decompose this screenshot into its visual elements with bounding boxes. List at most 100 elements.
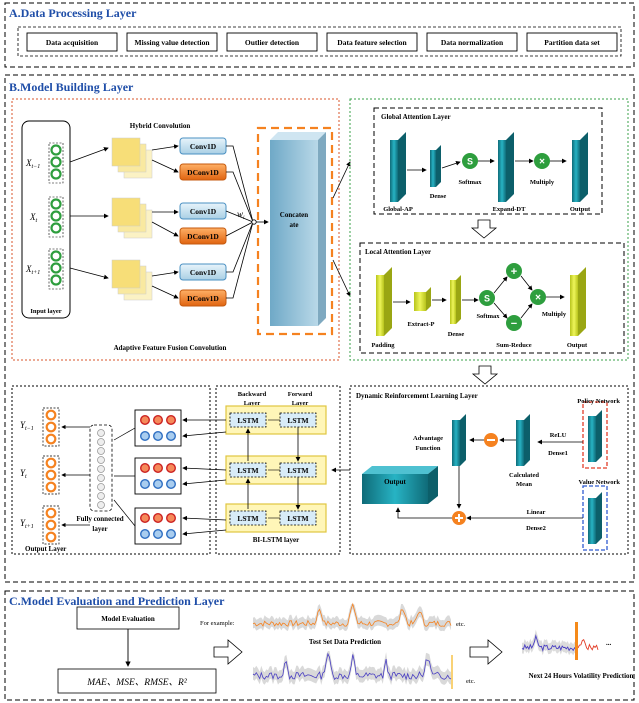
section-c-frame	[4, 590, 635, 701]
fc-node	[97, 447, 105, 455]
linear-label: Linear	[527, 509, 546, 516]
bilstm-label: BI-LSTM layer	[253, 536, 299, 544]
lstm-cell-f-1: LSTM	[279, 412, 317, 428]
conv1d-label: Conv1D	[190, 268, 217, 277]
gal-dense-label: Dense	[430, 193, 447, 200]
conv1d-block-1: Conv1D	[179, 137, 227, 155]
gal-expand-label: Expand-DT	[493, 206, 527, 213]
dconv1d-label: DConv1D	[187, 232, 219, 241]
weight-label: wi	[237, 209, 245, 221]
conv1d-label: Conv1D	[190, 207, 217, 216]
advantage-label-2: Function	[416, 445, 441, 452]
model-eval-label: Model Evaluation	[101, 615, 155, 623]
dconv1d-label: DConv1D	[187, 168, 219, 177]
lal-output	[570, 267, 586, 336]
lstm-label: LSTM	[237, 466, 258, 475]
etc-label-1: etc.	[456, 621, 466, 628]
output-label: Yt	[20, 468, 27, 480]
calc-mean-label-2: Mean	[516, 481, 532, 488]
drl-output-block: Output	[362, 466, 438, 504]
value-network-block	[588, 492, 602, 544]
policy-network-block	[588, 410, 602, 462]
dense1-label: Dense1	[548, 450, 568, 457]
output-label: Yt+1	[20, 518, 34, 530]
ellipsis: ...	[606, 639, 612, 647]
gal-softmax-label: Softmax	[458, 179, 482, 186]
lstm-cell-f-2: LSTM	[279, 462, 317, 478]
example-label: For example:	[200, 620, 235, 627]
backward-label-2: Layer	[244, 400, 261, 407]
lstm-cell-b-2: LSTM	[229, 462, 267, 478]
feature-maps-3	[111, 259, 153, 301]
step-label: Partition data set	[544, 38, 600, 47]
step-label: Missing value detection	[135, 38, 211, 47]
concatenate-block: Concaten ate	[256, 126, 334, 336]
conv1d-block-2: Conv1D	[179, 202, 227, 220]
lal-padding-label: Padding	[371, 342, 395, 349]
lstm-label: LSTM	[287, 466, 308, 475]
lstm-label: LSTM	[237, 514, 258, 523]
metrics-box	[57, 668, 217, 694]
output-node-group-1: Yt−1	[20, 407, 90, 447]
lal-multiply-node	[530, 289, 546, 305]
step-label: Data feature selection	[337, 38, 407, 47]
lal-padding	[376, 267, 392, 336]
output-frame	[11, 385, 211, 555]
input-xt: Xt	[29, 196, 64, 238]
section-b-title: B.Model Building Layer	[9, 80, 134, 94]
down-arrow-1	[470, 219, 498, 239]
output-node-group-2: Yt	[20, 455, 90, 495]
hidden-state-boxes	[113, 409, 227, 545]
step-label: Outlier detection	[245, 38, 300, 47]
step-3: Outlier detection	[226, 32, 318, 52]
dconv1d-block-2: DConv1D	[179, 227, 227, 245]
gal-softmax-symbol: S	[467, 157, 473, 167]
lal-sum-reduce-label: Sum-Reduce	[496, 342, 532, 349]
metrics-label: MAE、MSE、RMSE、R²	[86, 678, 187, 688]
next24-chart	[520, 622, 600, 662]
concat-label-2: ate	[290, 221, 299, 229]
gal-multiply-node	[534, 153, 550, 169]
lal-plus-node	[506, 263, 522, 279]
gal-expand	[498, 132, 514, 202]
calculated-mean-block	[516, 414, 530, 466]
test-chart-2	[252, 651, 463, 689]
lal-plus-symbol: +	[511, 266, 517, 278]
policy-network-frame	[582, 401, 608, 469]
lstm-label: LSTM	[237, 416, 258, 425]
section-a-title: A.Data Processing Layer	[9, 6, 137, 20]
conv1d-label: Conv1D	[190, 142, 217, 151]
hollow-arrow-eval	[213, 639, 243, 665]
lal-dense	[450, 275, 461, 324]
step-1: Data acquisition	[26, 32, 118, 52]
lal-extract	[414, 287, 431, 311]
dconv1d-block-1: DConv1D	[179, 163, 227, 181]
advantage-block	[452, 414, 466, 466]
fc-node	[97, 438, 105, 446]
dconv1d-block-3: DConv1D	[179, 289, 227, 307]
afc-label: Adaptive Feature Fusion Convolution	[114, 344, 227, 352]
output-label: Yt−1	[20, 420, 34, 432]
fc-node	[97, 501, 105, 509]
attention-frame	[349, 98, 629, 361]
next24-label: Next 24 Hours Volatility Prediction	[529, 672, 634, 680]
lal-title: Local Attention Layer	[365, 248, 431, 256]
gal-global-ap	[390, 132, 406, 202]
gal-multiply-symbol: ×	[539, 157, 545, 168]
lal-multiply-symbol: ×	[535, 293, 541, 304]
fc-node	[97, 465, 105, 473]
fc-node	[97, 456, 105, 464]
policy-network-label: Policy Network	[577, 398, 620, 405]
step-label: Data acquisition	[46, 38, 99, 47]
lstm-cell-b-1: LSTM	[229, 412, 267, 428]
afc-frame	[11, 98, 340, 361]
output-node-group-3: Yt+1	[20, 505, 90, 545]
drl-output-label: Output	[384, 478, 406, 486]
fc-node	[97, 429, 105, 437]
lal-softmax-label: Softmax	[476, 313, 500, 320]
step-row	[17, 26, 622, 57]
bilstm-frame	[215, 385, 341, 555]
feature-maps-2	[111, 197, 153, 239]
